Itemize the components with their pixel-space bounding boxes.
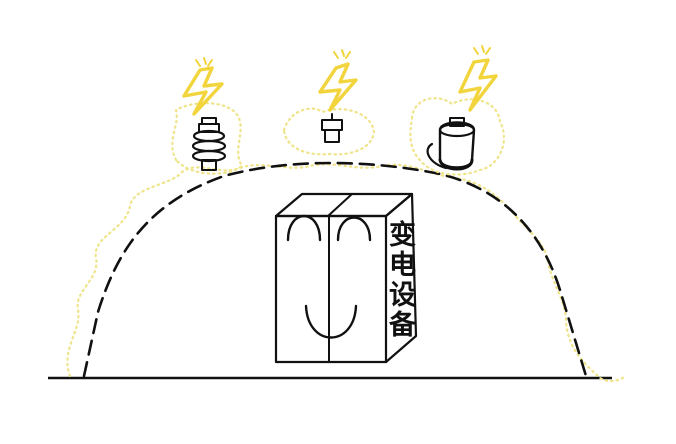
insulator-icon	[171, 102, 244, 175]
smile	[304, 304, 358, 339]
left-eye	[286, 214, 322, 242]
lightning-icon-right	[458, 45, 498, 112]
equipment-box: 变 电 设 备	[274, 192, 418, 364]
box-side-face	[384, 192, 418, 364]
dashed-field-arc	[82, 161, 588, 378]
glow-arc	[66, 163, 628, 383]
lightning-icon-left	[182, 57, 224, 116]
right-eye	[336, 216, 372, 242]
label-char-1: 变	[389, 219, 416, 251]
box-top-divider	[327, 193, 353, 217]
label-char-3: 设	[389, 280, 416, 311]
lightning-icon-middle	[318, 49, 358, 112]
switch-icon	[282, 107, 376, 156]
label-char-2: 电	[389, 250, 416, 281]
transformer-icon	[409, 97, 505, 176]
label-char-4: 备	[388, 310, 417, 341]
